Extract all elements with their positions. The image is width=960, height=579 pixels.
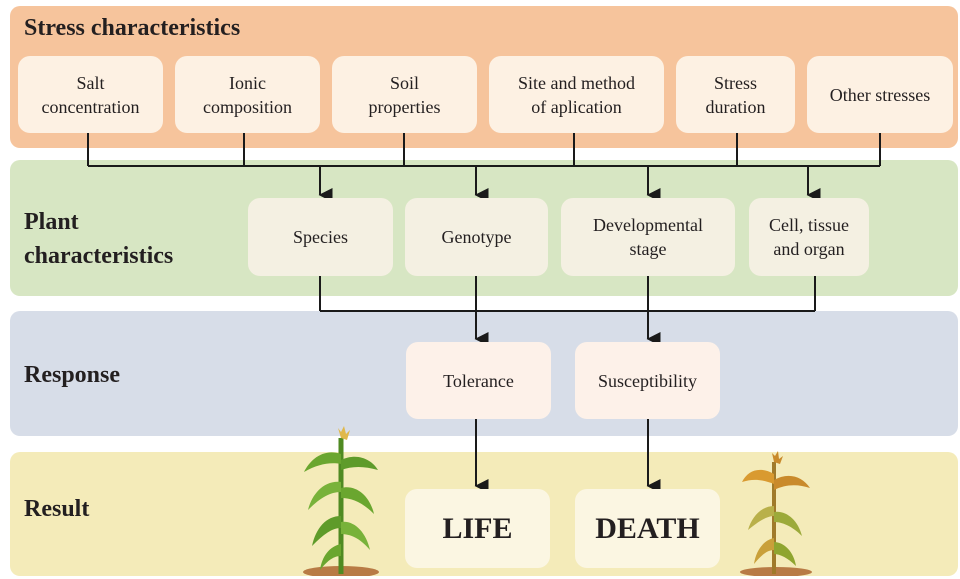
stress-item-label: Ionic composition [203, 72, 292, 117]
stress-item-label: Soil properties [368, 72, 441, 117]
stress-characteristics-band [10, 6, 958, 148]
stress-item-label: Site and method of aplication [518, 72, 635, 117]
plant-item-label: Cell, tissue and organ [769, 215, 849, 259]
dying-plant-icon [740, 451, 812, 576]
plant-item-genotype: Genotype [405, 198, 548, 276]
plant-item-cell-tissue-organ: Cell, tissue and organ [749, 198, 869, 276]
stress-item-label: Salt concentration [41, 72, 140, 117]
plant-item-label: Genotype [441, 227, 512, 247]
response-label: Tolerance [443, 370, 514, 391]
stress-item-stress-duration: Stress duration [676, 56, 795, 133]
plant-characteristics-title: Plant characteristics [24, 209, 174, 269]
response-title: Response [24, 362, 121, 388]
stress-item-label: Other stresses [829, 84, 931, 105]
result-life: LIFE [405, 489, 550, 568]
plant-item-label: Species [293, 227, 348, 247]
stress-item-salt-concentration: Salt concentration [18, 56, 163, 133]
result-label: DEATH [595, 511, 700, 545]
response-susceptibility: Susceptibility [575, 342, 720, 419]
stress-item-soil-properties: Soil properties [332, 56, 477, 133]
stress-characteristics-title: Stress characteristics [24, 15, 241, 41]
stress-item-label: Stress duration [705, 72, 766, 117]
plant-item-species: Species [248, 198, 393, 276]
result-label: LIFE [442, 511, 513, 545]
stress-item-other-stresses: Other stresses [807, 56, 953, 133]
result-death: DEATH [575, 489, 720, 568]
response-tolerance: Tolerance [406, 342, 551, 419]
plant-item-label: Developmental stage [593, 215, 703, 259]
response-label: Susceptibility [598, 370, 697, 391]
healthy-plant-icon [303, 426, 379, 576]
stress-item-ionic-composition: Ionic composition [175, 56, 320, 133]
plant-item-developmental-stage: Developmental stage [561, 198, 735, 276]
result-title: Result [24, 496, 90, 522]
stress-item-site-and-method: Site and method of aplication [489, 56, 664, 133]
